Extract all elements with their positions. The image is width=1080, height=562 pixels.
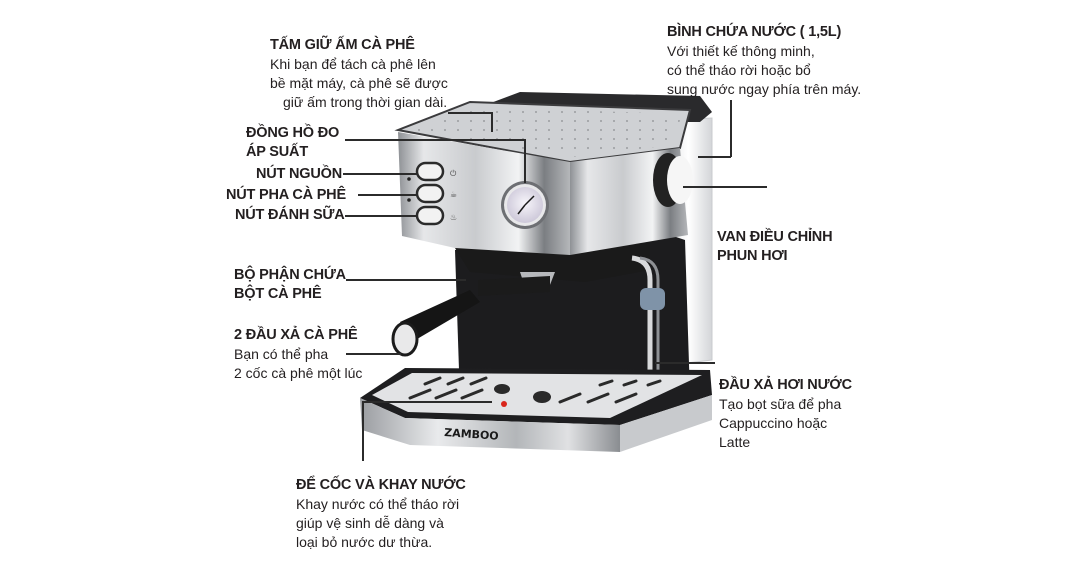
callout-desc-line: Latte [719, 434, 751, 450]
callout-desc-line: có thể tháo rời hoặc bổ [667, 62, 811, 78]
callout-desc-line: bề mặt máy, cà phê sẽ được [270, 75, 448, 91]
leader-line-steam-button [345, 215, 417, 217]
leader-line-warming-plate-v [491, 112, 493, 132]
callout-title: TẤM GIỮ ẤM CÀ PHÊ [270, 37, 415, 53]
callout-title: 2 ĐẦU XẢ CÀ PHÊ [234, 327, 358, 343]
callout-desc-line: giúp vệ sinh dễ dàng và [296, 515, 444, 531]
callout-desc-line: giữ ấm trong thời gian dài. [283, 94, 448, 110]
callout-desc-line: Tạo bọt sữa để pha [719, 396, 842, 412]
callout-title: BỘT CÀ PHÊ [234, 286, 322, 302]
callout-steam-valve: VAN ĐIỀU CHỈNH PHUN HƠI [717, 228, 857, 266]
leader-line-pressure-gauge-h [345, 139, 525, 141]
callout-title: PHUN HƠI [717, 248, 788, 264]
brand-logo: ZAMBOO [444, 426, 499, 443]
leader-line-portafilter [346, 279, 466, 281]
callout-desc-line: loại bỏ nước dư thừa. [296, 534, 433, 550]
callout-warming-plate: TẤM GIỮ ẤM CÀ PHÊ Khi bạn để tách cà phê… [270, 36, 470, 112]
leader-line-power-button [343, 173, 417, 175]
leader-line-steam-valve [683, 186, 767, 188]
callout-pressure-gauge: ĐỒNG HỒ ĐO ÁP SUẤT [246, 124, 356, 162]
callout-water-tank: BÌNH CHỨA NƯỚC ( 1,5L) Với thiết kế thôn… [667, 23, 877, 99]
svg-text:♨: ♨ [450, 213, 457, 222]
callout-title: ĐỒNG HỒ ĐO [246, 125, 340, 141]
callout-desc-line: Khay nước có thể tháo rời [296, 496, 460, 512]
callout-drip-tray: ĐỂ CỐC VÀ KHAY NƯỚC Khay nước có thể thá… [296, 476, 486, 552]
leader-line-steam-wand [655, 362, 715, 364]
callout-title: ĐỂ CỐC VÀ KHAY NƯỚC [296, 477, 466, 493]
leader-line-drip-tray-h [362, 401, 492, 403]
leader-line-brew-button [358, 194, 417, 196]
callout-title: NÚT PHA CÀ PHÊ [226, 187, 346, 203]
svg-text:☕: ☕ [450, 190, 457, 199]
callout-portafilter: BỘ PHẬN CHỨA BỘT CÀ PHÊ [234, 266, 354, 304]
buttons-group: ⏻ ☕ ♨ [407, 161, 457, 226]
callout-desc-line: Khi bạn để tách cà phê lên [270, 56, 436, 72]
callout-title: NÚT ĐÁNH SỮA [235, 207, 345, 223]
callout-title: BÌNH CHỨA NƯỚC ( 1,5L) [667, 24, 842, 40]
callout-desc-line: Với thiết kế thông minh, [667, 43, 815, 59]
callout-power-button: NÚT NGUỒN [256, 165, 342, 184]
svg-text:⏻: ⏻ [450, 169, 457, 178]
callout-title: BỘ PHẬN CHỨA [234, 267, 346, 283]
callout-desc-line: Bạn có thể pha [234, 346, 329, 362]
callout-brew-button: NÚT PHA CÀ PHÊ [226, 186, 346, 205]
leader-line-dual-spout [346, 353, 401, 355]
leader-line-water-tank-h [698, 156, 731, 158]
callout-desc-line: Cappuccino hoặc [719, 415, 828, 431]
leader-line-pressure-gauge-v [524, 139, 526, 183]
callout-title: ÁP SUẤT [246, 144, 308, 160]
callout-steam-wand: ĐẦU XẢ HƠI NƯỚC Tạo bọt sữa để pha Cappu… [719, 376, 859, 452]
callout-steam-button: NÚT ĐÁNH SỮA [235, 206, 345, 225]
leader-line-warming-plate [448, 112, 492, 114]
callout-title: VAN ĐIỀU CHỈNH [717, 229, 833, 245]
leader-line-drip-tray-v [362, 401, 364, 461]
callout-desc-line: 2 cốc cà phê một lúc [234, 365, 363, 381]
callout-title: NÚT NGUỒN [256, 166, 343, 182]
callout-dual-spout: 2 ĐẦU XẢ CÀ PHÊ Bạn có thể pha 2 cốc cà … [234, 326, 374, 383]
callout-desc-line: sung nước ngay phía trên máy. [667, 81, 862, 97]
leader-line-water-tank-v [730, 100, 732, 157]
callout-title: ĐẦU XẢ HƠI NƯỚC [719, 377, 852, 393]
